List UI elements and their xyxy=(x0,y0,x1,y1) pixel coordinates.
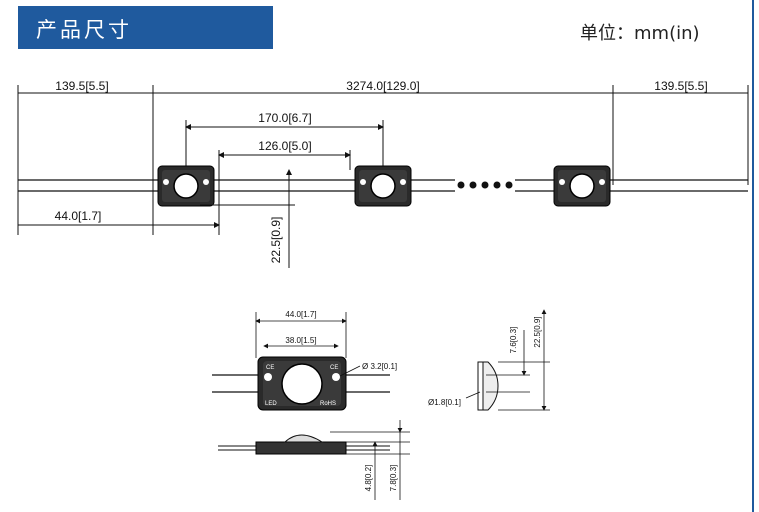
right-border xyxy=(752,0,754,512)
rohs-mark: RoHS xyxy=(320,401,336,407)
hole-pitch-label: 38.0[1.5] xyxy=(285,336,316,345)
detail-profile-view: 4.8[0.2] 7.8[0.3] xyxy=(218,420,410,500)
header-banner xyxy=(18,6,273,49)
hole-dia-label: Ø 3.2[0.1] xyxy=(362,362,397,371)
thickness-b-label: 7.8[0.3] xyxy=(389,465,398,492)
page-title: 产品尺寸 xyxy=(36,18,132,42)
module-height-label: 22.5[0.9] xyxy=(269,217,283,264)
pitch-dimension: 170.0[6.7] 126.0[5.0] xyxy=(185,111,384,235)
total-length-label: 3274.0[129.0] xyxy=(346,79,419,93)
led-module-1 xyxy=(157,165,215,207)
detail-width-label: 44.0[1.7] xyxy=(285,310,316,319)
brand-mark: LED xyxy=(265,401,277,407)
spacing-label: 126.0[5.0] xyxy=(258,139,311,153)
module-dimensions: 44.0[1.7] 22.5[0.9] xyxy=(18,169,295,268)
side-upper-label: 7.6[0.3] xyxy=(509,327,518,354)
detail-side-view: 7.6[0.3] 22.5[0.9] Ø1.8[0.1] xyxy=(428,309,550,411)
module-width-label: 44.0[1.7] xyxy=(55,209,102,223)
pitch-label: 170.0[6.7] xyxy=(258,111,311,125)
wire-dia-label: Ø1.8[0.1] xyxy=(428,398,461,407)
led-module-2 xyxy=(354,165,412,207)
side-total-label: 22.5[0.9] xyxy=(533,316,542,347)
thickness-a-label: 4.8[0.2] xyxy=(364,465,373,492)
total-dimension: 139.5[5.5] 3274.0[129.0] 139.5[5.5] xyxy=(17,79,749,235)
lead-left-label: 139.5[5.5] xyxy=(55,79,108,93)
led-module-3 xyxy=(553,165,611,207)
ce-mark: CE xyxy=(266,365,274,371)
lead-right-label: 139.5[5.5] xyxy=(654,79,707,93)
continuation-dots xyxy=(457,181,513,189)
detail-front-view: 44.0[1.7] 38.0[1.5] CE CE LED RoHS Ø 3.2… xyxy=(212,310,397,411)
unit-label: 单位：mm(in) xyxy=(580,23,700,44)
ce-mark-right: CE xyxy=(330,365,338,371)
